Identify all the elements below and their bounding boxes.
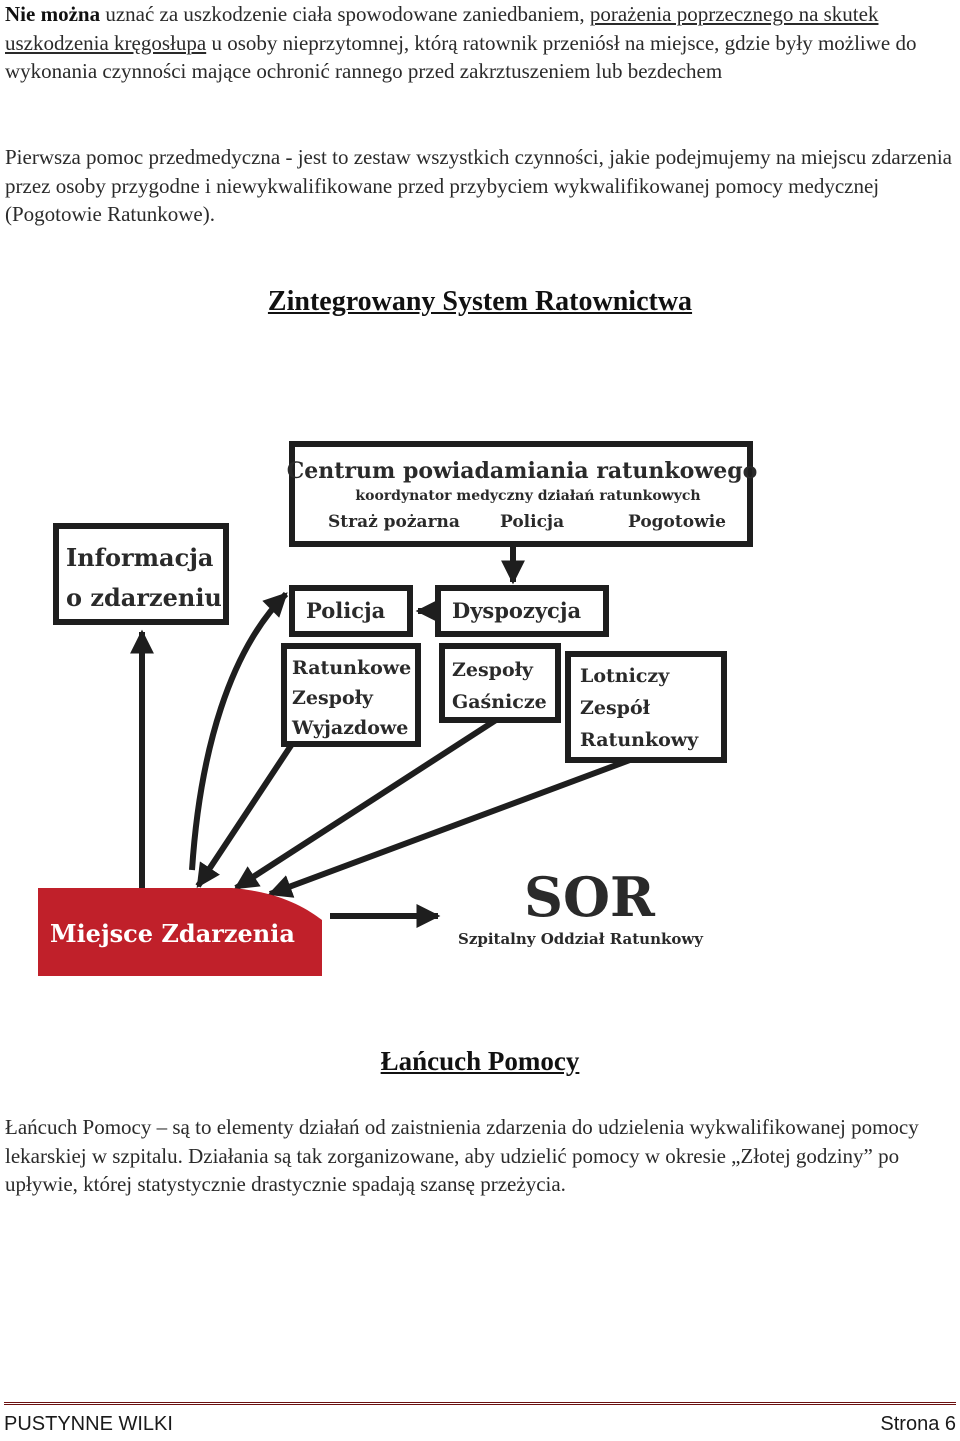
- arrow-ambulance-to-scene: [195, 742, 295, 889]
- ambulance-teams-line: Zespoły: [292, 687, 374, 709]
- paragraph-chain: Łańcuch Pomocy – są to elementy działań …: [5, 1115, 919, 1197]
- unit-label: Pogotowie: [628, 512, 726, 532]
- ambulance-teams-line: Wyjazdowe: [291, 717, 408, 739]
- rescue-system-diagram: Centrum powiadamiania ratunkowego koordy…: [38, 441, 758, 976]
- arrow-air-to-scene: [267, 757, 632, 898]
- incident-scene-label: Miejsce Zdarzenia: [50, 919, 295, 948]
- unit-label: Straż pożarna: [328, 512, 460, 532]
- dispatch-center-title: Centrum powiadamiania ratunkowego: [287, 458, 758, 484]
- dispatch-box: Dyspozycja: [435, 585, 609, 637]
- paragraph-text: u osoby nieprzytomnej, którą ratownik pr…: [5, 30, 917, 84]
- sor-label: SOR: [524, 865, 656, 929]
- heading-chain: Łańcuch Pomocy: [380, 1046, 580, 1076]
- paragraph-intro: Nie można uznać za uszkodzenie ciała spo…: [5, 0, 957, 86]
- air-ambulance-line: Zespół: [580, 697, 651, 719]
- heading-system: Zintegrowany System Ratownictwa: [267, 286, 693, 317]
- unit-label: Policja: [500, 512, 564, 532]
- dispatch-center-subtitle: koordynator medyczny działań ratunkowych: [355, 488, 700, 504]
- info-line: o zdarzeniu: [66, 583, 222, 612]
- footer-title: PUSTYNNE WILKI: [4, 1413, 173, 1435]
- arrow-police-to-scene: [189, 591, 289, 871]
- bold-lead: Nie można: [5, 2, 101, 26]
- police-label: Policja: [306, 598, 386, 623]
- air-ambulance-line: Lotniczy: [580, 665, 670, 687]
- page-footer: PUSTYNNE WILKI Strona 6: [4, 1402, 956, 1441]
- fire-teams-line: Zespoły: [452, 659, 534, 681]
- info-line: Informacja: [66, 543, 213, 572]
- sor-label-group: SOR Szpitalny Oddział Ratunkowy: [458, 865, 704, 948]
- sor-subtitle: Szpitalny Oddział Ratunkowy: [458, 930, 704, 948]
- dispatch-label: Dyspozycja: [452, 598, 581, 623]
- police-box: Policja: [289, 585, 413, 637]
- dispatch-center-box: Centrum powiadamiania ratunkowego koordy…: [287, 441, 758, 547]
- paragraph-definition: Pierwsza pomoc przedmedyczna - jest to z…: [5, 145, 952, 227]
- paragraph-text: uznać za uszkodzenie ciała spowodowane z…: [100, 2, 590, 26]
- underlined-phrase: porażenia poprzecznego na skutek uszkodz…: [5, 2, 879, 55]
- information-box: Informacja o zdarzeniu: [53, 523, 229, 625]
- fire-teams-box: Zespoły Gaśnicze: [439, 643, 561, 723]
- page-number: Strona 6: [880, 1413, 956, 1435]
- incident-scene-block: Miejsce Zdarzenia: [38, 888, 322, 976]
- arrow-fire-to-scene: [233, 717, 498, 891]
- air-ambulance-line: Ratunkowy: [580, 729, 699, 751]
- ambulance-teams-line: Ratunkowe: [292, 657, 411, 679]
- air-ambulance-box: Lotniczy Zespół Ratunkowy: [565, 651, 727, 763]
- flow-arrows: [130, 544, 632, 928]
- fire-teams-line: Gaśnicze: [452, 691, 547, 713]
- ambulance-teams-box: Ratunkowe Zespoły Wyjazdowe: [281, 643, 421, 747]
